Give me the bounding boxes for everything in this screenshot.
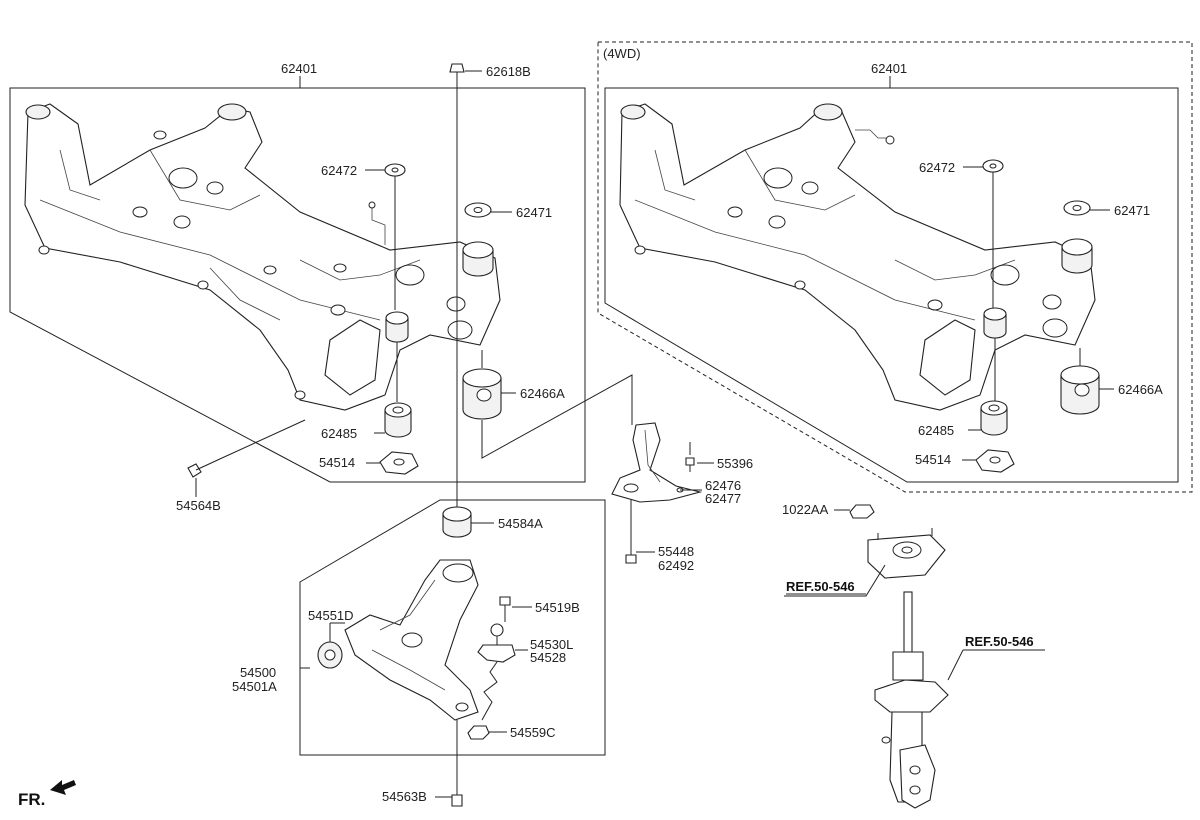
- lower-control-arm: [344, 559, 479, 721]
- label-62485-left: 62485: [321, 426, 357, 441]
- label-54500: 54500: [240, 665, 276, 680]
- label-54559C: 54559C: [510, 725, 556, 740]
- bolt-55448: [625, 500, 637, 564]
- label-54514-right: 54514: [915, 452, 951, 467]
- label-4wd: (4WD): [603, 46, 641, 61]
- label-54530L: 54530L: [530, 637, 573, 652]
- right-subframe-frame: [604, 87, 1179, 483]
- label-54528: 54528: [530, 650, 566, 665]
- label-62485-right: 62485: [918, 423, 954, 438]
- label-54551D: 54551D: [308, 608, 354, 623]
- nut-54559C: [467, 725, 490, 740]
- left-upper-bushing: [462, 241, 494, 277]
- label-62472-left: 62472: [321, 163, 357, 178]
- label-62471-right: 62471: [1114, 203, 1150, 218]
- right-4wd-dashed-frame: [597, 41, 1193, 493]
- left-plate-54514: [379, 451, 419, 475]
- bolt-55396: [685, 457, 695, 472]
- right-bushing-62466A: [1060, 365, 1100, 415]
- label-62477: 62477: [705, 491, 741, 506]
- left-crossmember: [24, 103, 501, 411]
- label-54519B: 54519B: [535, 600, 580, 615]
- ref-label-mount[interactable]: REF.50-546: [786, 579, 855, 594]
- strut-shock: [874, 591, 949, 809]
- right-plate-54514: [975, 449, 1015, 473]
- nut-1022AA: [849, 504, 875, 519]
- label-62472-right: 62472: [919, 160, 955, 175]
- label-55396: 55396: [717, 456, 753, 471]
- lower-arm-frame: [299, 499, 606, 756]
- label-1022AA: 1022AA: [782, 502, 829, 517]
- bolt-54519B: [499, 596, 511, 622]
- bushing-54551D: [317, 641, 343, 669]
- right-upper-bushing: [1061, 238, 1093, 274]
- label-62466A-right: 62466A: [1118, 382, 1163, 397]
- label-62492: 62492: [658, 558, 694, 573]
- label-62401-right: 62401: [871, 61, 907, 76]
- label-62401-left: 62401: [281, 61, 317, 76]
- left-bushing-62466A: [462, 368, 502, 420]
- left-washer-62471: [464, 202, 492, 218]
- right-washer-62471: [1063, 200, 1091, 216]
- bolt-62618B: [449, 63, 465, 510]
- bolt-54563B: [451, 720, 463, 807]
- left-washer-62472: [384, 163, 406, 177]
- label-62618B: 62618B: [486, 64, 531, 79]
- right-bushing-62485: [980, 400, 1008, 436]
- right-rear-bushing-upper: [983, 307, 1007, 339]
- label-54563B: 54563B: [382, 789, 427, 804]
- label-54564B: 54564B: [176, 498, 221, 513]
- right-crossmember: [619, 103, 1096, 411]
- ref-label-strut[interactable]: REF.50-546: [965, 634, 1034, 649]
- right-washer-62472: [982, 159, 1004, 173]
- left-rear-bushing-upper: [385, 311, 409, 343]
- label-54501A: 54501A: [232, 679, 277, 694]
- ball-joint-54530L: [477, 623, 516, 663]
- front-label: FR.: [18, 790, 45, 809]
- label-54584A: 54584A: [498, 516, 543, 531]
- left-bushing-62485: [384, 402, 412, 438]
- label-62476: 62476: [705, 478, 741, 493]
- label-62466A-left: 62466A: [520, 386, 565, 401]
- label-54514-left: 54514: [319, 455, 355, 470]
- front-direction-arrow-icon: [50, 780, 76, 795]
- bracket-62476-62477: [611, 422, 703, 503]
- bolt-54564B: [187, 419, 306, 478]
- bushing-54584A: [442, 506, 472, 538]
- strut-mount: [867, 528, 946, 579]
- label-55448: 55448: [658, 544, 694, 559]
- label-62471-left: 62471: [516, 205, 552, 220]
